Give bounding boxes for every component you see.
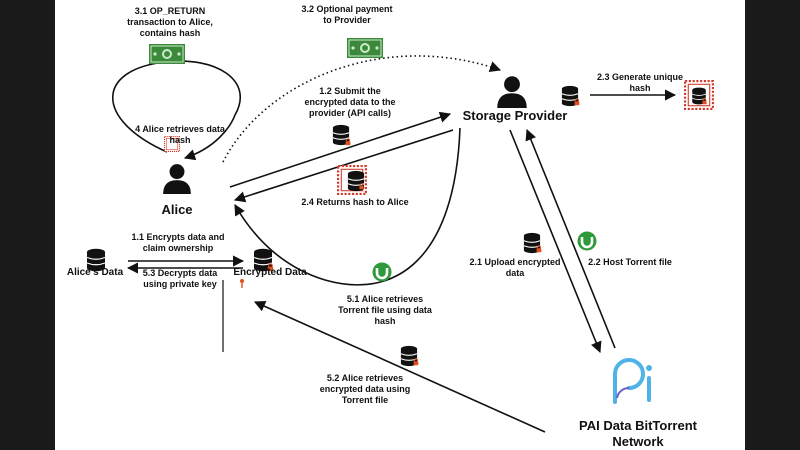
arrow-2-2 [525, 128, 616, 349]
loop-arrow-3-1 [112, 60, 242, 161]
step-1-2-label: 1.2 Submit the encrypted data to the pro… [304, 86, 396, 118]
alice-label: Alice [161, 202, 193, 217]
step-1-1-label: 1.1 Encrypts data and claim ownership [131, 232, 225, 253]
step-5-1-label: 5.1 Alice retrieves Torrent file using d… [338, 294, 432, 326]
arrow-5-2 [253, 301, 546, 433]
step-2-1-label: 2.1 Upload encrypted data [469, 257, 561, 278]
arrow-2-1 [509, 129, 602, 354]
pai-network-label: PAI Data BitTorrent Network [579, 418, 697, 449]
encrypted-data-label: Encrypted Data [233, 267, 307, 278]
utorrent-icon-2-2 [577, 231, 597, 251]
arrow-2-4 [233, 129, 454, 203]
step-5-2-label: 5.2 Alice retrieves encrypted data using… [319, 373, 411, 405]
step-3-1-label: 3.1 OP_RETURN transaction to Alice, cont… [127, 6, 213, 38]
dotted-arrow-3-2 [222, 55, 502, 163]
storage-provider-label: Storage Provider [462, 108, 568, 123]
alices-data-label: Alice's Data [66, 267, 124, 278]
pai-logo-icon [613, 358, 652, 404]
money-icon-3-2 [347, 38, 383, 58]
alice-person-icon [163, 164, 191, 194]
step-5-3-label: 5.3 Decrypts data using private key [142, 268, 218, 289]
money-icon-3-1 [149, 44, 185, 64]
diagram-arrows [86, 38, 714, 433]
provider-person-icon [497, 76, 527, 108]
key-icon [240, 279, 244, 288]
step-2-2-label: 2.2 Host Torrent file [588, 257, 672, 267]
arrow-1-2 [229, 111, 452, 188]
step-4-label: 4 Alice retrieves data hash [135, 124, 225, 145]
step-3-2-label: 3.2 Optional payment to Provider [301, 4, 393, 25]
arrow-5-1 [234, 127, 461, 286]
utorrent-icon-5-1 [372, 262, 392, 282]
diagram-canvas: Alice Storage Provider PAI Data BitTorre… [55, 0, 745, 450]
step-2-3-label: 2.3 Generate unique hash [596, 72, 684, 93]
step-2-4-label: 2.4 Returns hash to Alice [301, 197, 409, 207]
